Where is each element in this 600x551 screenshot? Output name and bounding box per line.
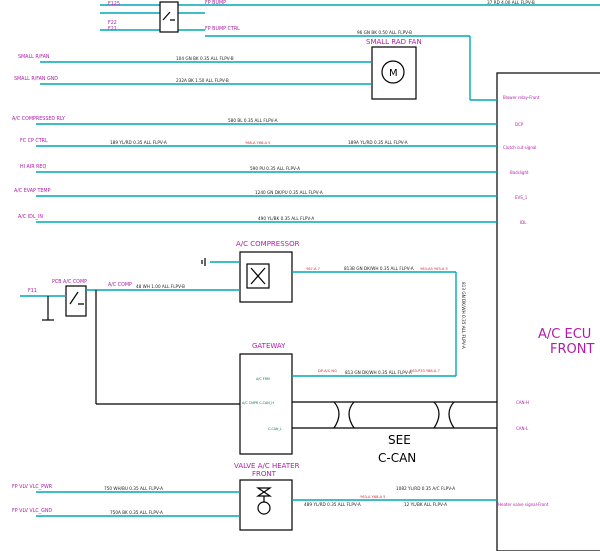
gw-wire-label: 813 GN DK/WH 0.35 ALL FLPV-A [345,370,412,375]
fp-vlv-gnd-label: FP VLV VLC_GND [12,508,52,514]
f21-label: F21 [108,26,117,32]
valve-conn-label: Y63-A Y68-A 5 [360,495,385,499]
can-l-label: CAN-L [516,426,529,431]
dcp-label: DCP [515,122,524,127]
fan-wire-in-label: 96 GN BK 0.50 ALL FLPV-B [357,30,412,35]
ac-comp-side-label: A/C COMP [108,282,132,288]
ac-ecu-front-block[interactable] [496,72,600,551]
idl-label: IDL [520,220,527,225]
can-twist-right-icon [433,401,455,429]
pcb-ac-comp-group: PCB A/C COMP F11 A/C COMP 48 WH 1.00 ALL… [20,279,240,405]
gw-pin2-label: A/C CMPR C-CAN_H [242,401,274,405]
small-rad-fan-box[interactable] [371,46,417,100]
valve-heater-group: VALVE A/C HEATER FRONT FP VLV VLC_PWR 75… [12,462,549,531]
ac-ecu-title: A/C ECU [538,327,591,342]
y67-label: Y67-A 7 [306,267,320,271]
valve-wire1-label: 1082 YL/RD 0.35 A/C FLPV-A [396,486,455,491]
small-rad-fan-group: 96 GN BK 0.50 ALL FLPV-B SMALL RAD FAN M… [205,30,540,101]
top-fuse-relay-group: F125 F22 F21 FP BUMP FP BUMP CTRL 37 RD … [100,0,600,33]
fp-bump-ctrl-label: FP BUMP CTRL [205,26,240,32]
small-rfan-wire-label: 104 GN BK 0.35 ALL FLPV-B [176,56,234,61]
motor-m-glyph: M [389,68,398,79]
can-twist-left-icon [333,401,355,429]
gw-pin3-label: C-CAN_L [268,427,282,431]
small-rfan-row: SMALL R/FAN 104 GN BK 0.35 ALL FLPV-B SM… [14,54,372,85]
y63-label: Y63-A5 Y63-A 5 [420,267,448,271]
f22-label: F22 [108,20,117,26]
fuse-relay-box[interactable] [159,1,179,33]
f125-label: F125 [108,1,120,7]
ac-idl-wire-label: 490 YL/BK 0.35 ALL FLPV-A [258,216,314,221]
f11-label: F11 [28,288,37,294]
evs-label: EVS_1 [515,195,528,200]
fp-vlv-gnd-wire-label: 750A BK 0.35 ALL FLPV-A [110,510,163,515]
gateway-box[interactable] [239,353,293,455]
ac-compressor-group: A/C COMPRESSOR Y67-A 7 813B GN DK/WH 0.3… [201,240,466,376]
small-rfan-gnd-wire-label: 232A BK 1.50 ALL FLPV-B [176,78,229,83]
valve-title-line1: VALVE A/C HEATER [234,462,300,470]
blower-front-label: Blower relay-Front [503,95,540,100]
heater-signal-label: Heater valve signal-Front [498,502,549,507]
can-h-label: CAN-H [516,400,529,405]
fan-motor-icon [381,60,405,84]
see-label: SEE [388,433,411,447]
valve-wire2-label: 489 YL/RD 0.35 ALL FLPV-A [304,502,361,507]
fp-vlv-pwr-label: FP VLV VLC_PWR [12,484,53,490]
ac-compressed-wire-label: 580 BL 0.35 ALL FLPV-A [228,118,278,123]
fc-cp-wire-left-label: 189 YL/RD 0.35 ALL FLPV-A [110,140,167,145]
ac-evap-label: A/C EVAP TEMP [14,188,51,194]
ac-compressed-rly-label: A/C COMPRESSED RLY [12,116,65,122]
pcb-ac-comp-relay[interactable] [65,285,87,317]
top-wire-label: 37 RD 4.00 ALL FLPV-B [487,0,535,5]
fc-cp-wire-right-label: 189A YL/RD 0.35 ALL FLPV-A [348,140,408,145]
ac-compressor-title: A/C COMPRESSOR [236,240,300,248]
fp-vlv-pwr-wire-label: 750 WH/BU 0.35 ALL FLPV-A [104,486,163,491]
small-rfan-gnd-label: SMALL R/FAN GND [14,76,58,82]
gateway-group: GATEWAY A/C FRM A/C CMPR C-CAN_H C-CAN_L… [239,342,529,465]
hi-air-req-label: HI AIR REQ [20,164,46,170]
valve-wire3-label: 12 YL/BK ALL FLPV-A [404,502,447,507]
pcb-ac-comp-label: PCB A/C COMP [52,279,87,285]
comp-out-wire-label: 813B GN DK/WH 0.35 ALL FLPV-A [344,266,414,271]
gw-pin1-label: A/C FRM [256,377,270,381]
valve-heater-box[interactable] [239,479,293,531]
backlight-label: Backlight [510,170,529,175]
gateway-title: GATEWAY [252,342,286,350]
fc-cp-conn-label: Y68-A Y68-A 5 [245,141,270,145]
compressor-clutch-icon [246,263,270,289]
ac-evap-wire-label: 1240 GN DK/PU 0.35 ALL FLPV-A [255,190,323,195]
vert-wire-label: 813 GN DK/WH 0.35 ALL FLPV-A [461,282,466,349]
valve-title-line2: FRONT [252,470,277,478]
fc-cp-signal-label: Clutch cut signal [503,145,536,150]
fc-cp-ctrl-label: FC CP CTRL [20,138,48,144]
signal-rows: A/C COMPRESSED RLY 580 BL 0.35 ALL FLPV-… [12,116,536,225]
valve-actuator-icon [257,501,271,515]
ac-comp-wire-label: 48 WH 1.00 ALL FLPV-B [136,284,185,289]
hi-air-wire-label: 590 PU 0.35 ALL FLPV-A [250,166,300,171]
small-rad-fan-title: SMALL RAD FAN [366,38,422,46]
ac-idl-label: A/C IDL_IN [18,214,43,220]
gw-conn2-label: Y63-P33 Y68-A 7 [410,369,440,373]
fp-bump-label: FP BUMP [205,0,226,6]
valve-icon [256,487,272,497]
gw-conn-label: DP-A/C NG [318,369,337,373]
small-rfan-label: SMALL R/FAN [18,54,50,60]
ac-ecu-subtitle: FRONT [550,342,594,357]
ac-compressor-box[interactable] [239,251,293,303]
ccan-label: C-CAN [378,451,416,465]
